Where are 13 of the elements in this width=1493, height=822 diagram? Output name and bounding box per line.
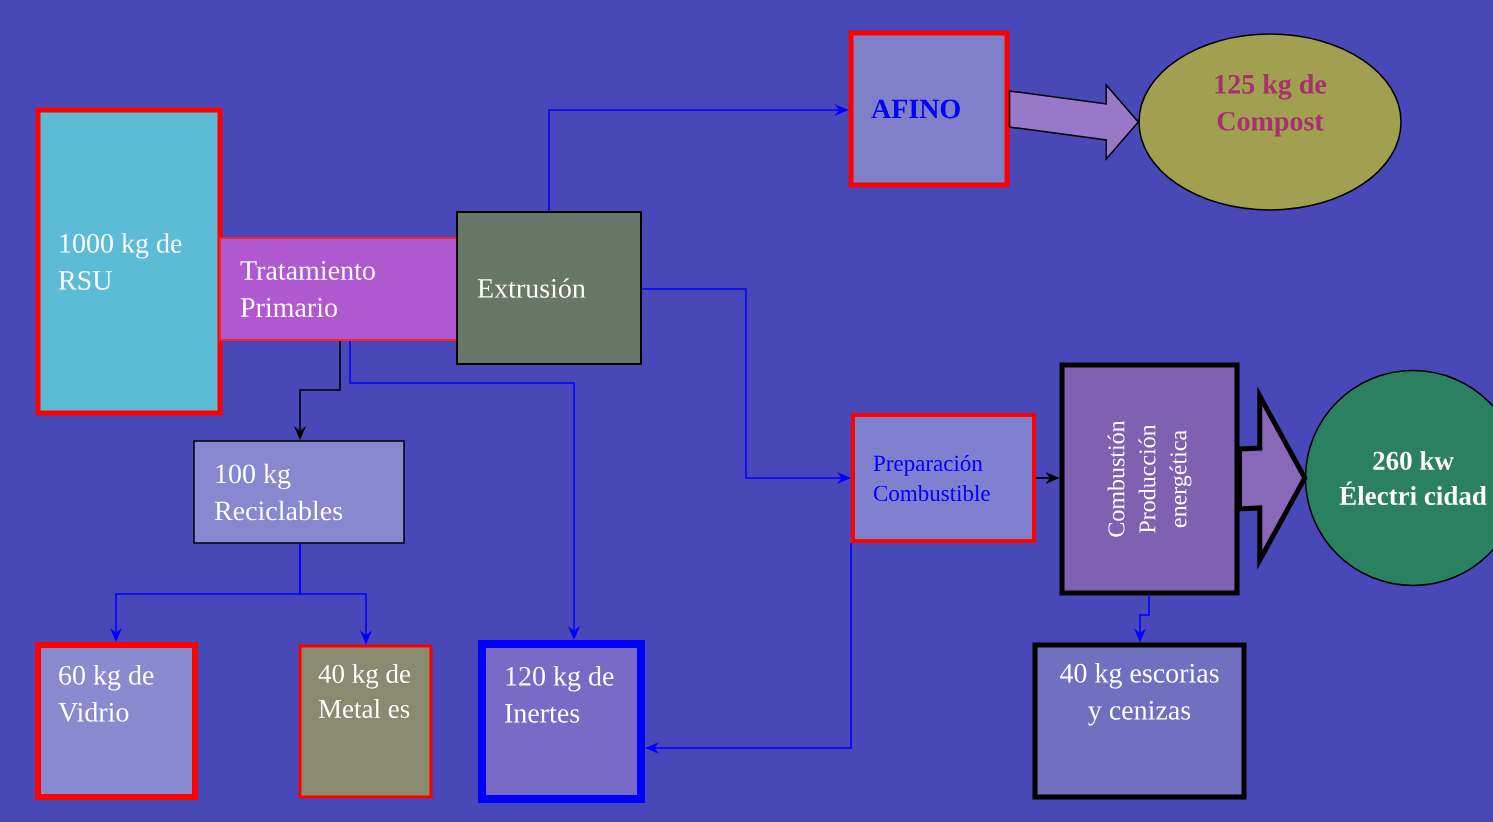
block-arrow — [1237, 386, 1308, 570]
process-box: 1000 kg de RSU — [35, 107, 223, 416]
process-box: 100 kg Reciclables — [193, 440, 405, 544]
output-box: 40 kg de Metal es — [298, 644, 433, 799]
process-box: Preparación Combustible — [851, 413, 1036, 543]
block-arrow — [1008, 82, 1140, 161]
process-box: Tratamiento Primario — [219, 237, 458, 341]
process-box: Combustión Producción energética — [1059, 362, 1240, 596]
process-box: AFINO — [848, 30, 1010, 188]
process-box: Extrusión — [456, 211, 642, 365]
output-box: 120 kg de Inertes — [478, 640, 645, 803]
output-box: 60 kg de Vidrio — [35, 642, 198, 800]
output-box: 40 kg escorias y cenizas — [1032, 642, 1247, 800]
